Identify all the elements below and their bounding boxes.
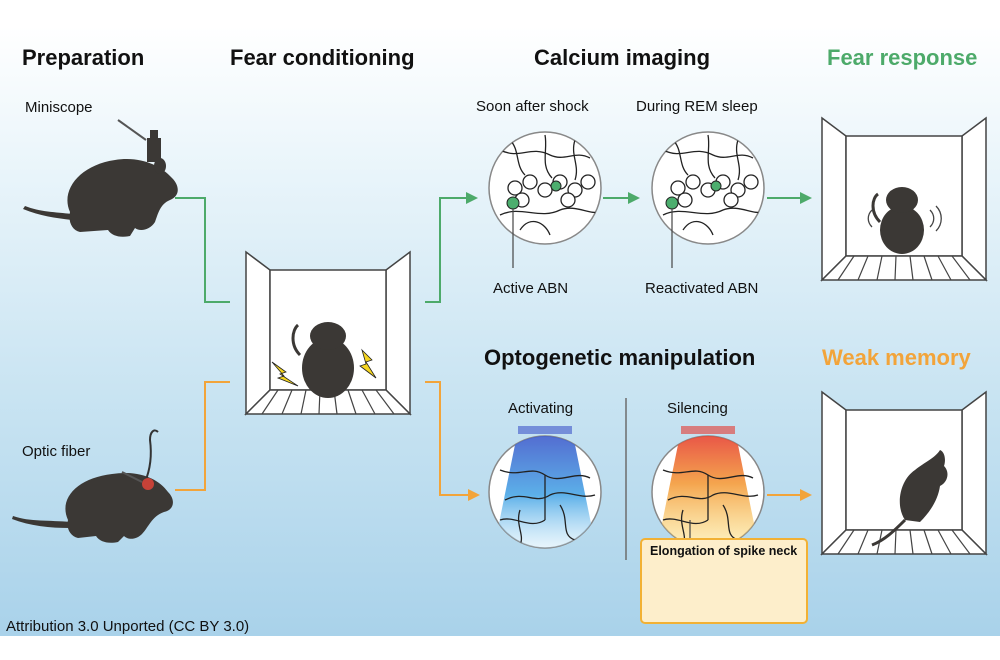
spine-elongation-box: Elongation of spike neck bbox=[640, 538, 808, 624]
weak-memory-chamber bbox=[820, 390, 988, 556]
label-soon-after-shock: Soon after shock bbox=[476, 98, 589, 115]
heading-optogenetic-manipulation: Optogenetic manipulation bbox=[484, 345, 756, 370]
label-miniscope: Miniscope bbox=[25, 99, 93, 116]
miniscope-pointer bbox=[117, 119, 147, 141]
mouse-miniscope bbox=[23, 130, 178, 237]
heading-preparation: Preparation bbox=[22, 45, 145, 70]
mouse-optic-fiber bbox=[12, 472, 173, 543]
orange-arrowheads bbox=[468, 489, 812, 501]
label-active-abn: Active ABN bbox=[493, 280, 569, 297]
chamber-mouse bbox=[291, 322, 354, 398]
green-connector bbox=[175, 197, 800, 303]
green-arrowheads bbox=[466, 192, 812, 204]
orange-connector bbox=[175, 381, 800, 496]
heading-fear-response: Fear response bbox=[827, 45, 978, 70]
spine-elongation-label: Elongation of spike neck bbox=[650, 544, 798, 558]
optic-fiber-cable bbox=[144, 429, 159, 483]
calcium-circle-2 bbox=[651, 131, 765, 245]
silencing-circle bbox=[651, 435, 765, 549]
heading-fear-conditioning: Fear conditioning bbox=[230, 45, 415, 70]
attribution-text: Attribution 3.0 Unported (CC BY 3.0) bbox=[6, 618, 250, 635]
label-activating: Activating bbox=[508, 400, 574, 417]
weak-memory-mouse bbox=[871, 450, 948, 547]
label-during-rem-sleep: During REM sleep bbox=[636, 98, 758, 115]
fear-response-mouse bbox=[871, 187, 924, 254]
shock-icons bbox=[271, 348, 377, 387]
activating-circle bbox=[488, 435, 602, 549]
label-silencing: Silencing bbox=[667, 400, 728, 417]
fiber-light bbox=[142, 478, 154, 490]
trembling-marks bbox=[867, 205, 942, 232]
label-optic-fiber: Optic fiber bbox=[22, 443, 91, 460]
heading-calcium-imaging: Calcium imaging bbox=[534, 45, 711, 70]
heading-weak-memory: Weak memory bbox=[822, 345, 971, 370]
calcium-circle-1 bbox=[488, 131, 602, 245]
label-reactivated-abn: Reactivated ABN bbox=[645, 280, 759, 297]
